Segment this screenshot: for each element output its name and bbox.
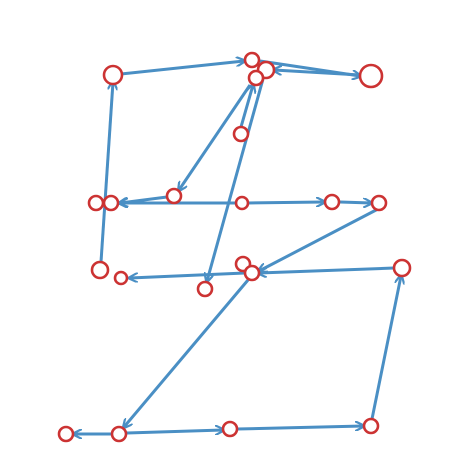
graph-node[interactable] (232, 125, 250, 143)
edge-arrow (370, 276, 401, 420)
graph-node[interactable] (113, 270, 129, 286)
graph-node[interactable] (57, 425, 75, 443)
edge-arrow (99, 82, 113, 263)
edge-arrow (239, 85, 253, 128)
edge-arrow (207, 78, 265, 281)
graph-node[interactable] (358, 63, 384, 89)
graph-node[interactable] (196, 280, 214, 298)
graph-node[interactable] (102, 194, 120, 212)
graph-node[interactable] (165, 187, 183, 205)
graph-node[interactable] (102, 64, 124, 86)
graph-node[interactable] (87, 194, 105, 212)
edge-arrow (130, 271, 246, 278)
graph-node[interactable] (234, 195, 250, 211)
edge-arrow (179, 84, 252, 190)
graph-node[interactable] (243, 51, 261, 69)
graph-node[interactable] (110, 425, 128, 443)
edge-arrow (124, 279, 250, 427)
graph-node[interactable] (243, 264, 261, 282)
graph-node[interactable] (323, 193, 341, 211)
graph-node[interactable] (362, 417, 380, 435)
nodes-layer (57, 51, 412, 443)
edge-arrow (247, 202, 324, 203)
edge-arrow (274, 70, 361, 77)
graph-node[interactable] (392, 258, 412, 278)
edges-layer (74, 61, 401, 434)
edge-arrow (236, 426, 363, 429)
edge-arrow (259, 207, 379, 271)
edge-arrow (259, 266, 395, 273)
graph-node[interactable] (90, 260, 110, 280)
edge-arrow (120, 61, 244, 76)
edge-arrow (339, 202, 371, 203)
graph-node[interactable] (221, 420, 239, 438)
graph-node[interactable] (370, 194, 388, 212)
graph-node[interactable] (247, 69, 265, 87)
edge-arrow (125, 430, 223, 433)
